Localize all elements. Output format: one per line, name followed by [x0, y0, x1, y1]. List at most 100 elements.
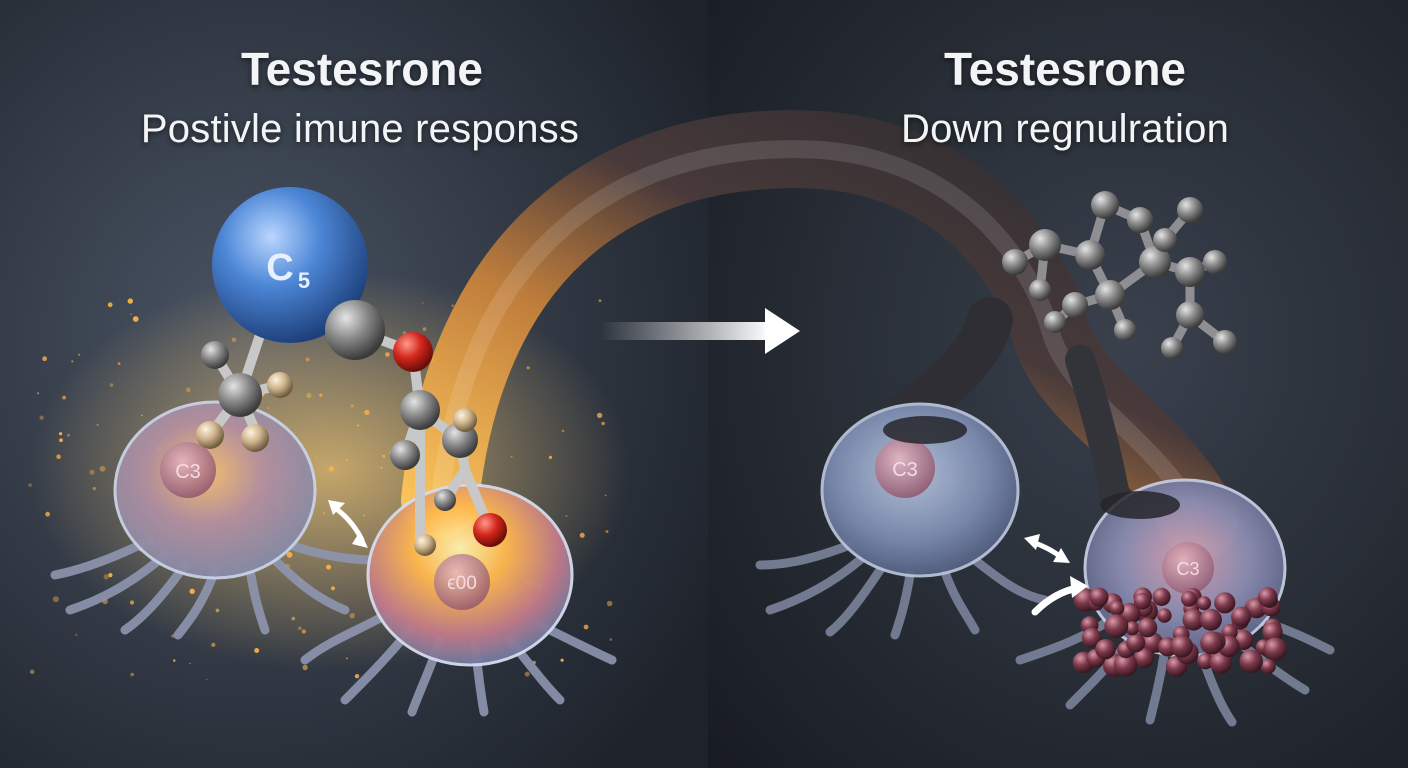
sparkle [319, 393, 323, 397]
inhibitor-bead [1081, 627, 1102, 648]
cell-label: C3 [1176, 559, 1199, 579]
sparkle [37, 392, 40, 395]
sparkle [345, 459, 348, 462]
sparkle [606, 600, 613, 607]
sparkle [422, 327, 427, 331]
inhibitor-bead [1152, 587, 1171, 607]
sparkle [96, 423, 99, 426]
sparkle [298, 626, 302, 631]
sparkle [186, 387, 191, 393]
sparkle [56, 454, 61, 460]
sparkle [510, 455, 513, 458]
inhibitor-bead [1209, 651, 1232, 674]
sparkle [380, 466, 383, 469]
inhibitor-bead [1263, 637, 1287, 661]
sparkle [286, 551, 293, 558]
molecule-label: C [266, 247, 293, 289]
sparkle [382, 454, 386, 458]
sparkle [45, 511, 50, 517]
sparkle [28, 483, 32, 487]
forward-arrow-icon [600, 308, 800, 354]
curved-arrow-icon [1031, 576, 1088, 616]
inhibitor-bead [1214, 592, 1236, 614]
sparkle [385, 352, 390, 357]
sparkle [583, 624, 589, 630]
carbon-sphere [212, 187, 368, 343]
sparkle [526, 366, 530, 370]
molecule-right [1002, 191, 1237, 359]
inhibitor-bead [1104, 614, 1129, 639]
sparkle [62, 395, 66, 400]
left-panel-subheading: Postivle imune responss [140, 107, 580, 151]
inhibitor-bead [1197, 653, 1214, 670]
sparkle [117, 362, 121, 365]
right-panel-subheading: Down regnulration [900, 107, 1230, 151]
sparkle [89, 469, 95, 475]
inhibitor-bead [1109, 600, 1125, 616]
sparkle [548, 455, 553, 459]
double-arrow-icon [1024, 534, 1070, 563]
inhibitor-bead [1182, 608, 1205, 631]
sparkle [565, 515, 568, 517]
sparkle [326, 564, 332, 570]
sparkle [302, 664, 308, 671]
sparkle [609, 638, 613, 641]
molecule-subscript: 5 [298, 268, 310, 293]
molecule-left: C 5 [196, 187, 507, 556]
sparkle [579, 532, 585, 538]
sparkle [39, 415, 44, 420]
sparkle [140, 414, 143, 417]
inhibitor-bead [1231, 606, 1252, 627]
inhibitor-bead [1125, 621, 1140, 636]
inhibitor-bead [1133, 647, 1154, 669]
sparkle [305, 357, 310, 362]
sparkle [350, 404, 354, 408]
inhibitor-cluster [1072, 587, 1287, 677]
sparkle [345, 657, 348, 660]
cell-right-1: C3 [755, 402, 1050, 640]
sparkle [596, 412, 603, 419]
sparkle [328, 466, 334, 472]
sparkle [109, 383, 114, 387]
sparkle [127, 298, 133, 304]
right-panel-heading: Testesrone [943, 43, 1187, 95]
sparkle [108, 573, 113, 578]
sparkle [77, 353, 81, 356]
sparkle [211, 642, 216, 648]
sparkle [231, 337, 237, 343]
inhibitor-bead [1181, 591, 1197, 607]
inhibitor-bead [1239, 649, 1263, 673]
inhibitor-bead [1262, 622, 1283, 643]
sparkle [357, 424, 360, 427]
inhibitor-bead [1199, 608, 1222, 631]
sparkle [560, 658, 564, 662]
inhibitor-bead [1126, 633, 1146, 653]
sparkle [561, 429, 565, 433]
inhibitor-bead [1095, 639, 1116, 660]
sparkle [52, 596, 59, 603]
sparkle [215, 608, 220, 613]
sparkle [30, 669, 35, 674]
inhibitor-bead [1197, 596, 1212, 611]
sparkle [330, 586, 336, 591]
cell-label: ϵ00 [447, 573, 477, 594]
sparkle [349, 613, 355, 619]
sparkle [601, 421, 605, 426]
sparkle [189, 662, 191, 665]
cell-label: C3 [175, 461, 201, 483]
sparkle [132, 316, 139, 322]
sparkle [75, 633, 78, 636]
sparkle [92, 486, 97, 491]
left-panel-heading: Testesrone [240, 43, 484, 95]
sparkle [42, 356, 47, 362]
sparkle [59, 438, 63, 443]
inhibitor-bead [1170, 635, 1194, 658]
sparkle [67, 433, 70, 437]
tube-endings [883, 416, 1180, 519]
sparkle [205, 678, 208, 681]
sparkle [173, 659, 176, 662]
sparkle [362, 514, 365, 517]
sparkle [306, 393, 312, 398]
